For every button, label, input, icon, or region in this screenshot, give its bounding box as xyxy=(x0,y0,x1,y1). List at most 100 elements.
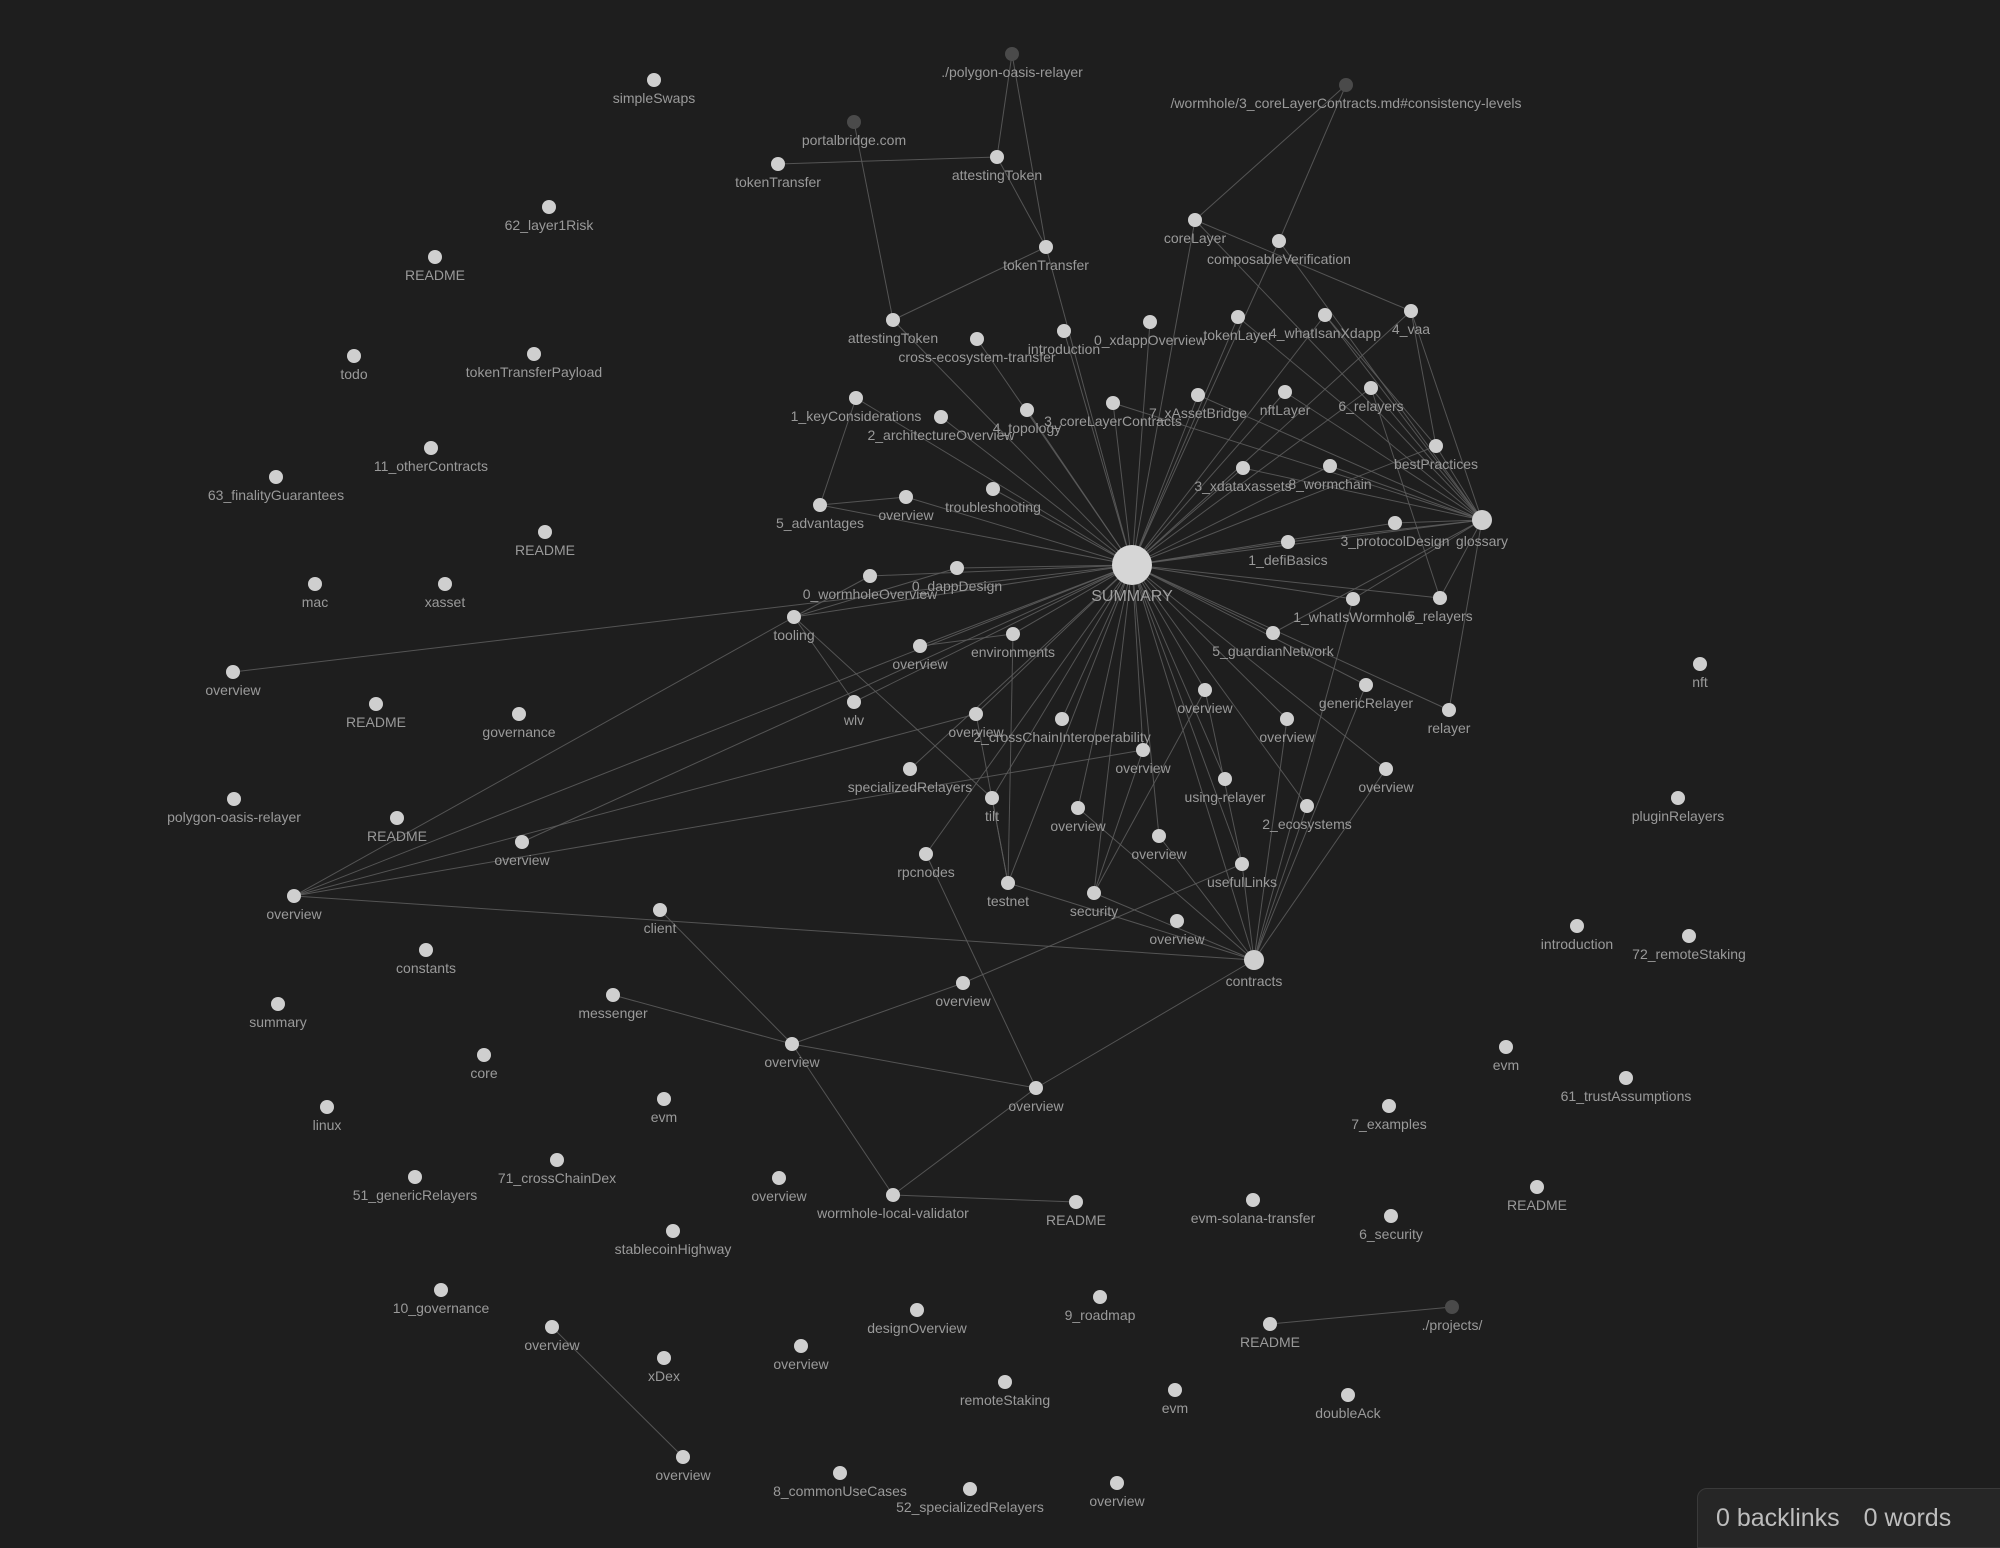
graph-node[interactable]: stablecoinHighway xyxy=(615,1224,732,1257)
node-dot[interactable] xyxy=(269,470,283,484)
node-dot[interactable] xyxy=(1272,234,1286,248)
graph-node[interactable]: 72_remoteStaking xyxy=(1632,929,1746,962)
graph-node[interactable]: linux xyxy=(313,1100,342,1133)
graph-node[interactable]: evm xyxy=(1162,1383,1188,1416)
graph-node[interactable]: 8_wormchain xyxy=(1288,459,1372,492)
graph-node[interactable]: 1_whatIsWormhole xyxy=(1293,592,1413,625)
graph-node[interactable]: 0_wormholeOverview xyxy=(803,569,938,602)
graph-node[interactable]: README xyxy=(1240,1317,1300,1350)
node-dot[interactable] xyxy=(1570,919,1584,933)
node-dot[interactable] xyxy=(1339,78,1353,92)
node-dot[interactable] xyxy=(1442,703,1456,717)
graph-node[interactable]: tokenTransfer xyxy=(1003,240,1089,273)
node-dot[interactable] xyxy=(886,1188,900,1202)
graph-node[interactable]: 3_protocolDesign xyxy=(1341,516,1450,549)
node-dot[interactable] xyxy=(1318,308,1332,322)
node-dot[interactable] xyxy=(833,1466,847,1480)
node-dot[interactable] xyxy=(287,889,301,903)
node-dot[interactable] xyxy=(1382,1099,1396,1113)
node-dot[interactable] xyxy=(666,1224,680,1238)
graph-node[interactable]: evm xyxy=(1493,1040,1519,1073)
graph-node[interactable]: overview xyxy=(751,1171,808,1204)
graph-node[interactable]: 2_architectureOverview xyxy=(867,410,1015,443)
graph-node[interactable]: overview xyxy=(205,665,262,698)
node-dot[interactable] xyxy=(1278,385,1292,399)
node-dot[interactable] xyxy=(847,695,861,709)
node-dot[interactable] xyxy=(390,811,404,825)
graph-node[interactable]: summary xyxy=(249,997,307,1030)
node-dot[interactable] xyxy=(1029,1081,1043,1095)
graph-node[interactable]: simpleSwaps xyxy=(613,73,695,106)
graph-node[interactable]: usefulLinks xyxy=(1207,857,1277,890)
graph-node[interactable]: 5_advantages xyxy=(776,498,864,531)
node-dot[interactable] xyxy=(676,1450,690,1464)
node-dot[interactable] xyxy=(657,1351,671,1365)
node-dot[interactable] xyxy=(1693,657,1707,671)
graph-node[interactable]: mac xyxy=(302,577,328,610)
node-dot[interactable] xyxy=(1198,683,1212,697)
graph-node[interactable]: glossary xyxy=(1456,510,1508,549)
node-dot[interactable] xyxy=(347,349,361,363)
node-dot[interactable] xyxy=(970,332,984,346)
graph-node[interactable]: README xyxy=(1507,1180,1567,1213)
graph-node[interactable]: 7_examples xyxy=(1351,1099,1427,1132)
node-dot[interactable] xyxy=(787,610,801,624)
graph-node[interactable]: README xyxy=(515,525,575,558)
node-dot[interactable] xyxy=(813,498,827,512)
node-dot[interactable] xyxy=(1445,1300,1459,1314)
graph-node[interactable]: overview xyxy=(935,976,992,1009)
node-dot[interactable] xyxy=(477,1048,491,1062)
node-dot[interactable] xyxy=(1280,712,1294,726)
node-dot[interactable] xyxy=(1071,801,1085,815)
node-dot[interactable] xyxy=(1364,381,1378,395)
node-dot[interactable] xyxy=(771,157,785,171)
graph-node[interactable]: troubleshooting xyxy=(945,482,1041,515)
node-dot[interactable] xyxy=(986,482,1000,496)
graph-node[interactable]: overview xyxy=(892,639,949,672)
graph-node[interactable]: 7_xAssetBridge xyxy=(1149,388,1247,421)
graph-node[interactable]: overview xyxy=(266,889,323,922)
node-dot[interactable] xyxy=(772,1171,786,1185)
graph-node[interactable]: overview xyxy=(1259,712,1316,745)
graph-node[interactable]: core xyxy=(470,1048,498,1081)
graph-node[interactable]: bestPractices xyxy=(1394,439,1478,472)
node-dot[interactable] xyxy=(512,707,526,721)
node-dot[interactable] xyxy=(424,441,438,455)
graph-node[interactable]: README xyxy=(405,250,465,283)
node-dot[interactable] xyxy=(919,847,933,861)
graph-node[interactable]: attestingToken xyxy=(848,313,938,346)
graph-node[interactable]: tilt xyxy=(985,791,999,824)
node-dot[interactable] xyxy=(985,791,999,805)
node-dot[interactable] xyxy=(527,347,541,361)
node-dot[interactable] xyxy=(1191,388,1205,402)
node-dot[interactable] xyxy=(1429,439,1443,453)
backlinks-count[interactable]: 0 backlinks xyxy=(1716,1503,1840,1532)
graph-node[interactable]: introduction xyxy=(1541,919,1613,952)
graph-node[interactable]: security xyxy=(1070,886,1118,919)
node-dot[interactable] xyxy=(1323,459,1337,473)
graph-node[interactable]: 8_commonUseCases xyxy=(773,1466,907,1499)
node-dot[interactable] xyxy=(1359,678,1373,692)
graph-node[interactable]: nftLayer xyxy=(1260,385,1311,418)
graph-node[interactable]: 10_governance xyxy=(393,1283,490,1316)
node-dot[interactable] xyxy=(227,792,241,806)
graph-node[interactable]: constants xyxy=(396,943,456,976)
graph-node[interactable]: overview xyxy=(948,707,1005,740)
graph-node[interactable]: 1_keyConsiderations xyxy=(791,391,922,424)
graph-node[interactable]: 3_coreLayerContracts xyxy=(1044,396,1182,429)
node-dot[interactable] xyxy=(934,410,948,424)
graph-node[interactable]: contracts xyxy=(1226,950,1283,989)
node-dot[interactable] xyxy=(438,577,452,591)
node-dot[interactable] xyxy=(863,569,877,583)
graph-node[interactable]: wormhole-local-validator xyxy=(816,1188,969,1221)
graph-node[interactable]: remoteStaking xyxy=(960,1375,1050,1408)
graph-node[interactable]: using-relayer xyxy=(1185,772,1266,805)
node-dot[interactable] xyxy=(990,150,1004,164)
node-dot[interactable] xyxy=(886,313,900,327)
graph-node[interactable]: tooling xyxy=(773,610,815,643)
node-dot[interactable] xyxy=(1384,1209,1398,1223)
graph-node[interactable]: overview xyxy=(1008,1081,1065,1114)
node-dot[interactable] xyxy=(657,1092,671,1106)
word-count[interactable]: 0 words xyxy=(1863,1503,1952,1532)
graph-node[interactable]: doubleAck xyxy=(1315,1388,1382,1421)
